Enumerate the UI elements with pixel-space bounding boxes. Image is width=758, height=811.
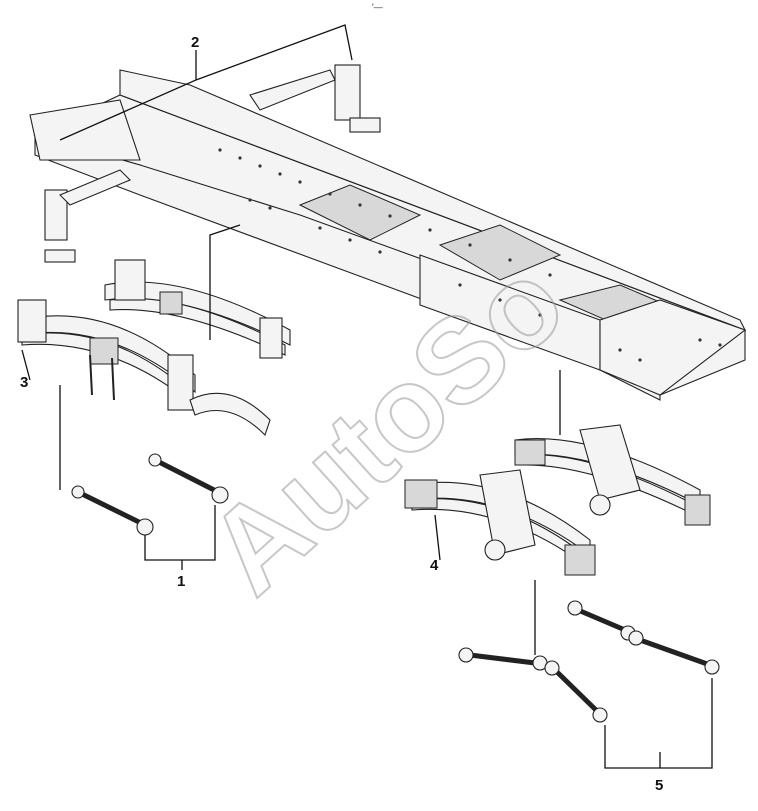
callout-1: 1 [177,573,185,590]
front-torque-rods [71,453,229,536]
front-leaf-spring-assembly [17,259,291,437]
watermark: AutoSo [183,234,590,619]
callout-2: 2 [191,34,199,51]
rear-torque-rods [458,600,720,723]
callout-5: 5 [655,777,663,794]
top-mark: ′— [372,2,383,12]
rear-tandem-spring-assembly [404,424,711,576]
chassis-frame [29,64,747,401]
leader-lines [21,24,713,769]
callout-4: 4 [430,557,439,574]
callout-3: 3 [20,374,28,391]
